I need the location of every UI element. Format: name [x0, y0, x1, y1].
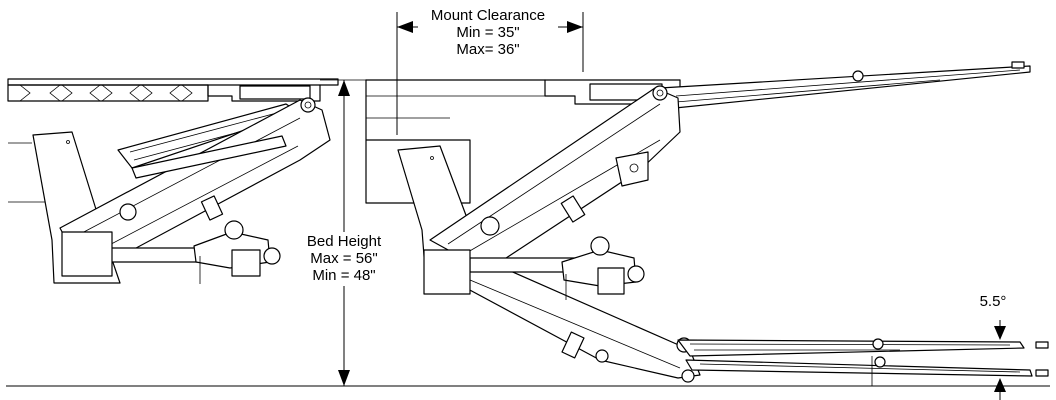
deployed-liftgate [365, 61, 1049, 400]
ground-platform [677, 339, 1025, 357]
mount-clearance-label: Mount Clearance Min = 35" Max= 36" [418, 7, 558, 59]
cylinder-box [61, 231, 113, 277]
tilt-angle-label: 5.5° [979, 293, 1007, 310]
cylinder-box-right [423, 249, 471, 295]
mount-clearance-title: Mount Clearance [430, 7, 546, 24]
stowed-liftgate [7, 78, 339, 284]
bed-height-min: Min = 48" [312, 266, 376, 284]
mount-clearance-min: Min = 35" [456, 23, 520, 41]
truck-bed-beam [7, 78, 339, 102]
angle-markers [994, 320, 1006, 400]
mount-clearance-max: Max= 36" [456, 40, 520, 58]
bed-height-max: Max = 56" [310, 249, 378, 267]
raised-platform [659, 65, 1031, 109]
bed-height-label: Bed Height Max = 56" Min = 48" [294, 232, 394, 287]
bed-height-title: Bed Height [306, 233, 382, 250]
